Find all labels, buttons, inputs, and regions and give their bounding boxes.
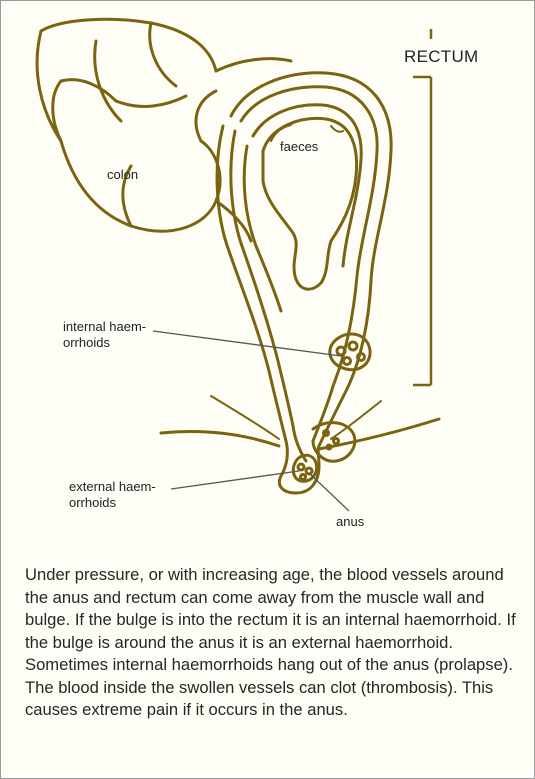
internal-label-line2: orrhoids [63,335,146,351]
rectum-wall [217,73,391,446]
internal-haemorrhoid-shape [330,334,370,370]
colon-shape [37,19,291,241]
colon-label: colon [107,167,138,183]
faeces-label: faeces [280,139,318,155]
external-label-line1: external haem- [69,479,156,495]
internal-haemorrhoids-label: internal haem- orrhoids [63,319,146,351]
external-haemorrhoids-label: external haem- orrhoids [69,479,156,511]
anatomy-diagram [1,1,535,546]
rectum-label: RECTUM [404,47,479,67]
anus-region [161,386,439,493]
internal-label-line1: internal haem- [63,319,146,335]
rectum-bracket [413,29,431,385]
caption-text: Under pressure, or with increasing age, … [25,564,517,722]
external-label-line2: orrhoids [69,495,156,511]
anus-label: anus [336,514,364,530]
